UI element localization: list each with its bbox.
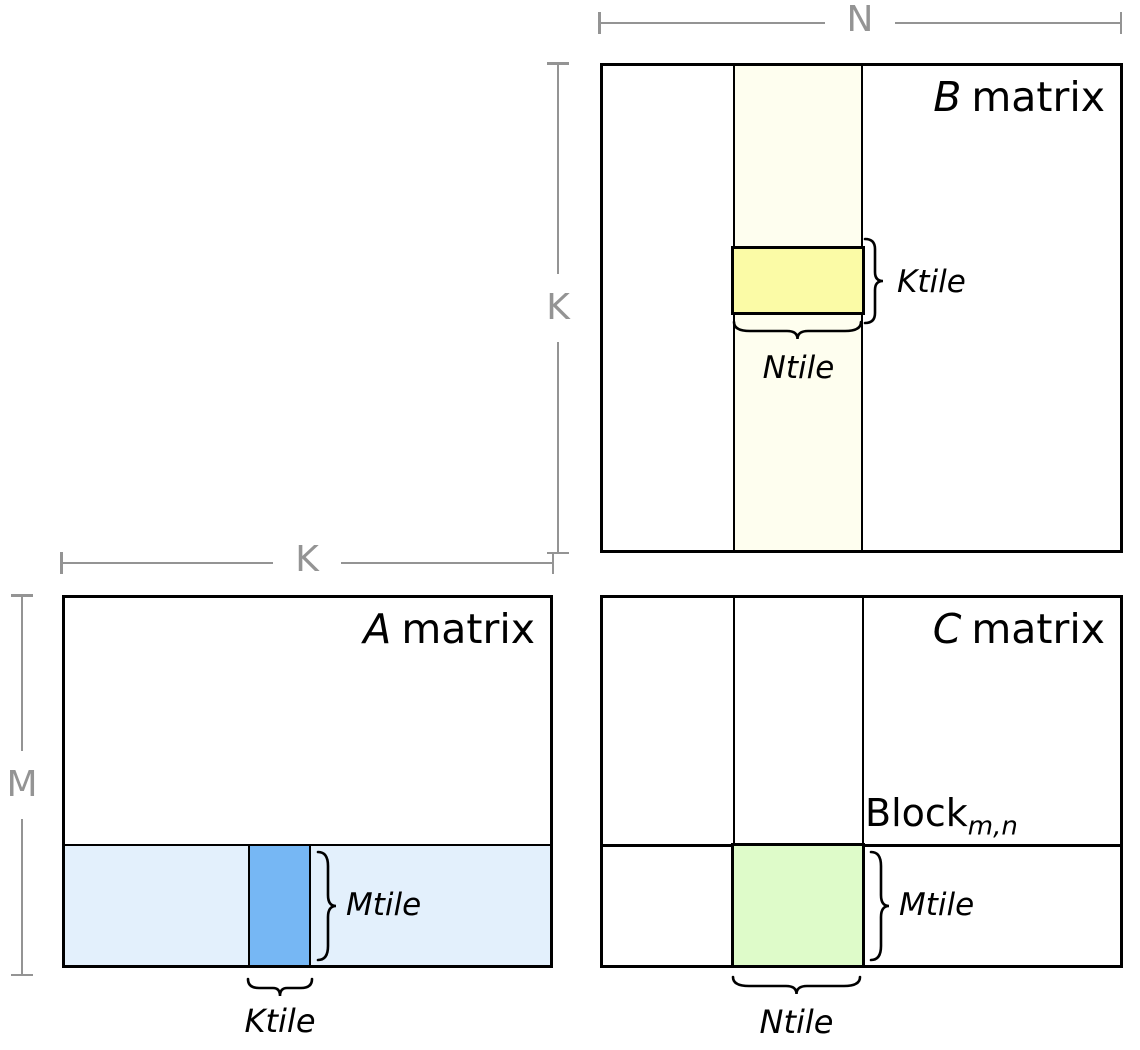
n-dimension-label: N (846, 0, 874, 40)
ntile-underbrace-icon (732, 320, 863, 340)
dimension-tick (547, 62, 569, 65)
dimension-tick (11, 594, 33, 597)
dimension-segment (556, 64, 560, 274)
dimension-segment (20, 596, 24, 751)
k-dimension-label-vertical: K (546, 287, 570, 328)
dimension-segment (20, 819, 24, 974)
dimension-tick (60, 552, 63, 574)
b-matrix-title-letter: B (933, 73, 962, 121)
dimension-segment (600, 21, 825, 25)
c-matrix-mtile-ntile-block (731, 843, 865, 965)
a-matrix-mtile-ktile-block (248, 844, 311, 965)
ktile-right-brace-icon (863, 237, 884, 325)
c-mtile-label: Mtile (899, 887, 975, 923)
m-dimension-line: M (6, 594, 38, 976)
k-dimension-line-horizontal: K (60, 542, 555, 578)
c-matrix-title-word: matrix (971, 605, 1105, 653)
b-ktile-label: Ktile (897, 264, 966, 300)
b-matrix-title-word: matrix (971, 73, 1105, 121)
m-dimension-label: M (6, 764, 38, 805)
a-ktile-bottom-label: Ktile (244, 1002, 316, 1040)
block-word: Block (865, 791, 968, 835)
dimension-segment (895, 21, 1120, 25)
dimension-segment (62, 561, 274, 565)
dimension-tick (551, 552, 555, 574)
ntile-underbrace-icon (731, 975, 862, 995)
c-matrix-column-divider-right (862, 598, 864, 965)
dimension-segment (340, 561, 552, 565)
b-matrix-ktile-ntile-block (731, 246, 865, 315)
a-matrix-title-word: matrix (401, 605, 535, 653)
c-ntile-bottom-label: Ntile (759, 1003, 834, 1041)
dimension-tick (11, 973, 33, 976)
mtile-right-brace-icon (869, 850, 890, 962)
block-subscript: m,n (967, 811, 1018, 842)
dimension-tick (1119, 12, 1122, 34)
dimension-tick (598, 12, 601, 34)
c-matrix-column-divider-left (733, 598, 735, 965)
dimension-segment (556, 342, 560, 552)
b-ntile-label: Ntile (762, 350, 835, 386)
c-matrix-title-letter: C (932, 605, 962, 653)
a-mtile-label: Mtile (346, 887, 422, 923)
dimension-tick (547, 551, 569, 554)
n-dimension-line: N (598, 2, 1122, 38)
ktile-underbrace-icon (246, 977, 314, 997)
k-dimension-line-vertical: K (546, 62, 570, 554)
a-matrix-title-letter: A (363, 605, 392, 653)
block-mn-label: Blockm,n (865, 791, 1018, 842)
mtile-right-brace-icon (316, 850, 337, 962)
k-dimension-label-horizontal: K (295, 539, 319, 580)
